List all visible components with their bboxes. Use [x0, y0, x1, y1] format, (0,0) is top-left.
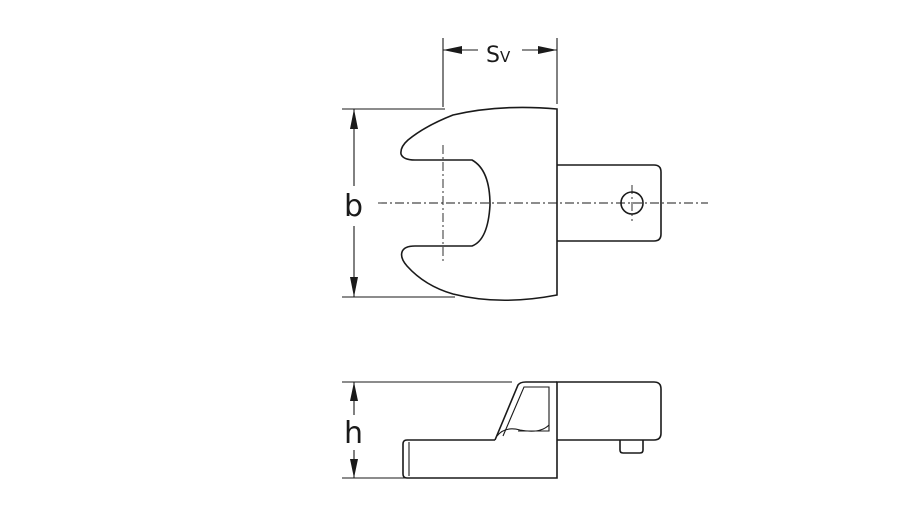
- b-dimension: b: [342, 108, 455, 298]
- b-label: b: [344, 189, 363, 224]
- side-shank-block: [556, 381, 662, 441]
- sv-label-main: S: [486, 43, 500, 68]
- side-view: h: [342, 381, 662, 479]
- h-label: h: [344, 416, 363, 451]
- side-jaw-body: [402, 439, 558, 479]
- sv-dimension: SV: [442, 38, 558, 107]
- wrench-head-outline: [400, 106, 558, 302]
- h-arrow-bottom: [350, 459, 358, 478]
- b-arrow-top: [350, 109, 358, 129]
- h-dimension: h: [342, 381, 512, 479]
- sv-label-sub: V: [500, 48, 511, 66]
- top-view: SV b: [342, 38, 708, 302]
- b-arrow-bottom: [350, 277, 358, 297]
- side-detent-pin: [619, 440, 644, 454]
- h-arrow-top: [350, 382, 358, 401]
- sv-arrow-right: [538, 46, 557, 54]
- sv-arrow-left: [443, 46, 462, 54]
- sv-label: SV: [486, 43, 511, 68]
- side-web-curve: [496, 424, 550, 437]
- square-drive-shank: [557, 164, 662, 242]
- side-angled-web: [494, 381, 557, 441]
